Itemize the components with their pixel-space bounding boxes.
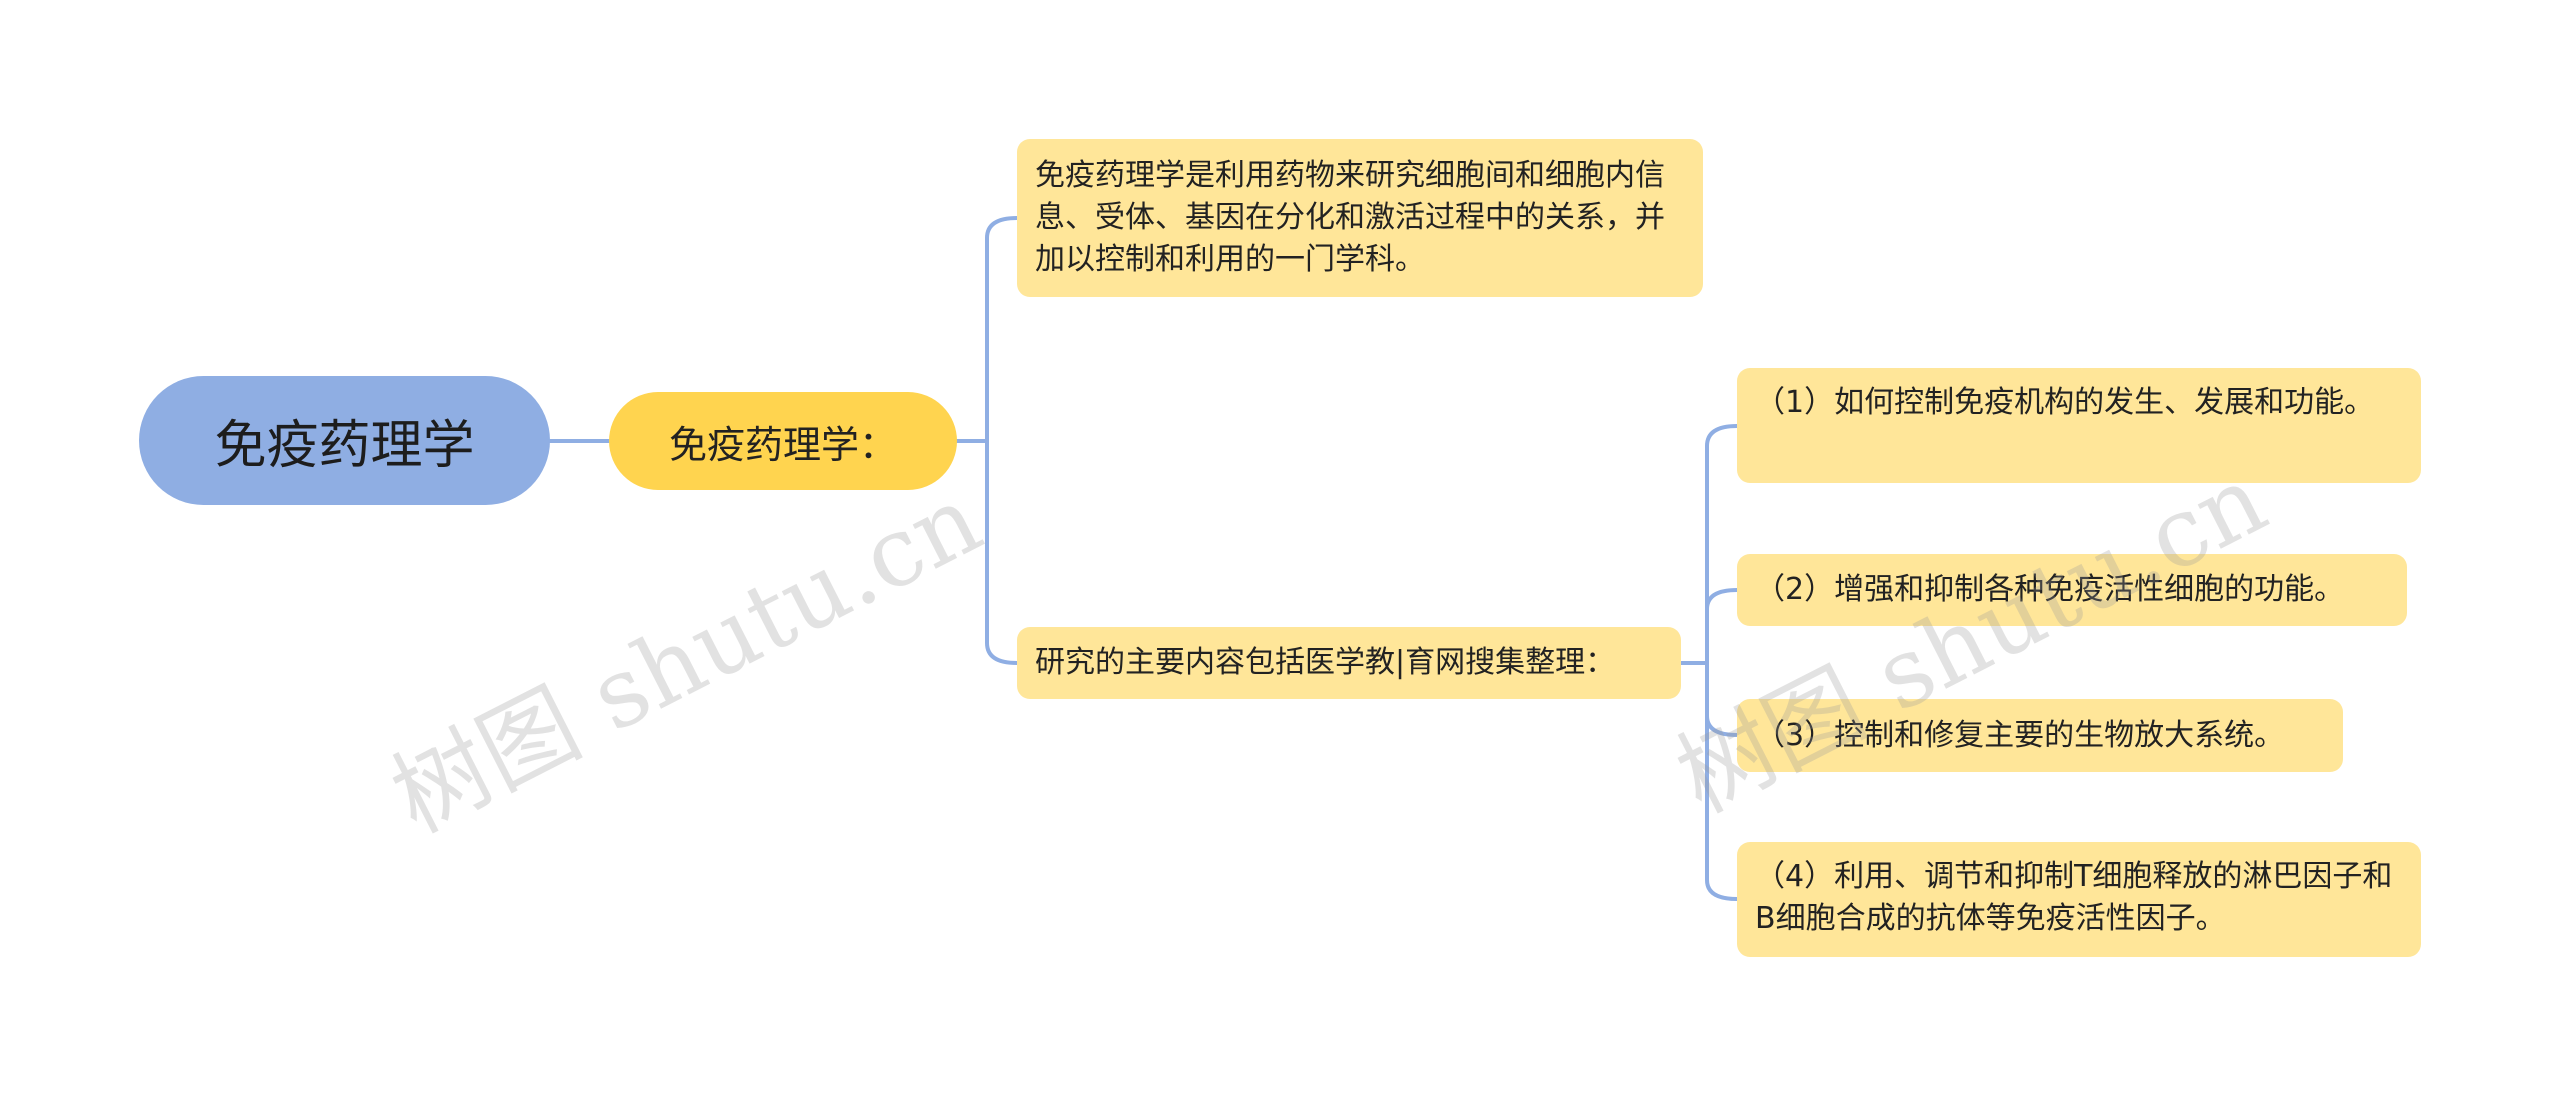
content-item-4-text: （4）利用、调节和抑制T细胞释放的淋巴因子和B细胞合成的抗体等免疫活性因子。 xyxy=(1755,859,2393,936)
content-item-3[interactable]: （3）控制和修复主要的生物放大系统。 xyxy=(1737,699,2343,772)
root-node[interactable]: 免疫药理学 xyxy=(139,376,550,505)
root-label: 免疫药理学 xyxy=(214,416,475,476)
branch-node[interactable]: 免疫药理学： xyxy=(609,392,957,490)
definition-text: 免疫药理学是利用药物来研究细胞间和细胞内信息、受体、基因在分化和激活过程中的关系… xyxy=(1035,158,1665,277)
link-content-c4 xyxy=(1679,661,1739,901)
link-content-c2 xyxy=(1679,588,1739,665)
content-item-2[interactable]: （2）增强和抑制各种免疫活性细胞的功能。 xyxy=(1737,554,2407,626)
link-branch-content xyxy=(955,439,1019,665)
content-item-4[interactable]: （4）利用、调节和抑制T细胞释放的淋巴因子和B细胞合成的抗体等免疫活性因子。 xyxy=(1737,842,2421,957)
content-node[interactable]: 研究的主要内容包括医学教|育网搜集整理： xyxy=(1017,627,1681,699)
content-item-3-text: （3）控制和修复主要的生物放大系统。 xyxy=(1755,717,2285,753)
definition-node[interactable]: 免疫药理学是利用药物来研究细胞间和细胞内信息、受体、基因在分化和激活过程中的关系… xyxy=(1017,139,1703,297)
link-branch-definition xyxy=(955,216,1019,443)
content-item-1-text: （1）如何控制免疫机构的发生、发展和功能。 xyxy=(1755,385,2375,420)
content-item-1[interactable]: （1）如何控制免疫机构的发生、发展和功能。 xyxy=(1737,368,2421,483)
link-content-c1 xyxy=(1679,424,1739,665)
branch-label: 免疫药理学： xyxy=(668,422,897,467)
content-item-2-text: （2）增强和抑制各种免疫活性细胞的功能。 xyxy=(1755,572,2345,607)
content-label: 研究的主要内容包括医学教|育网搜集整理： xyxy=(1035,645,1616,680)
